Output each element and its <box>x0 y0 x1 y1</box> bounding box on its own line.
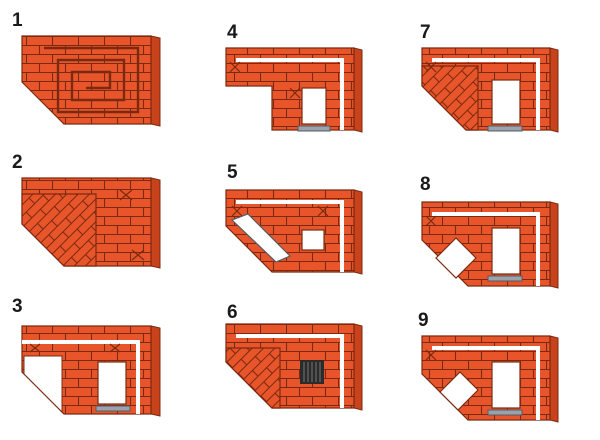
step-number: 7 <box>420 22 431 43</box>
firebox-opening <box>301 229 325 251</box>
x-mark-icon <box>231 205 243 217</box>
step-7: 7 <box>420 22 559 133</box>
steel-plate <box>95 405 131 412</box>
x-mark-icon <box>109 343 121 353</box>
step-number: 2 <box>12 152 23 173</box>
steel-plate <box>487 409 523 416</box>
step-number: 3 <box>12 296 23 317</box>
step-number: 5 <box>227 162 238 183</box>
open-cavity <box>435 237 477 279</box>
step-number: 8 <box>420 174 431 195</box>
wall-side <box>549 335 559 423</box>
x-mark-icon <box>131 249 145 261</box>
wall-side <box>549 47 559 133</box>
wall-side <box>150 35 161 127</box>
step-3: 3 <box>12 296 161 417</box>
white-channel <box>236 200 344 272</box>
step-6: 6 <box>225 302 363 411</box>
x-mark-icon <box>29 343 41 353</box>
open-cavity <box>23 355 63 414</box>
step-4: 4 <box>225 22 363 133</box>
firebox-opening <box>301 87 327 125</box>
x-mark-icon <box>289 87 301 99</box>
steel-plate <box>487 275 523 282</box>
x-mark-icon <box>317 205 329 217</box>
steel-plate <box>297 125 331 132</box>
step-number: 9 <box>418 310 429 331</box>
x-mark-icon <box>425 215 437 227</box>
step-5: 5 <box>225 162 363 275</box>
wall-side <box>150 325 161 417</box>
white-channel <box>432 58 540 130</box>
wall-side <box>549 201 559 289</box>
x-mark-icon <box>425 349 437 361</box>
step-1: 1 <box>12 10 161 127</box>
steel-plate <box>487 125 523 132</box>
firebox-opening <box>491 79 521 125</box>
white-channel <box>432 346 540 420</box>
step-number: 1 <box>12 10 23 31</box>
step-number: 4 <box>227 22 238 43</box>
steel-plate <box>230 213 292 263</box>
x-mark-icon <box>119 189 133 201</box>
white-channel <box>236 58 344 130</box>
diagonal-brick-fill <box>225 347 281 409</box>
step-number: 6 <box>227 302 238 323</box>
white-channel <box>432 212 540 286</box>
wall-side <box>353 323 363 411</box>
white-channel <box>22 340 140 414</box>
wall-side <box>150 177 161 269</box>
brick-course <box>21 35 152 125</box>
firebox-opening <box>491 227 521 275</box>
firebox-opening <box>97 361 127 405</box>
x-mark-icon <box>425 61 437 73</box>
spiral-joint-line <box>44 46 140 114</box>
white-channel <box>236 334 344 408</box>
grate-bars <box>303 362 321 382</box>
firebox-opening <box>491 361 521 409</box>
x-mark-icon <box>229 61 241 73</box>
diagonal-brick-fill <box>21 193 97 267</box>
open-cavity <box>439 371 479 411</box>
step-2: 2 <box>12 152 161 269</box>
step-8: 8 <box>420 174 559 289</box>
wall-side <box>353 47 363 133</box>
step-9: 9 <box>418 310 559 423</box>
diagonal-brick-fill <box>421 65 479 131</box>
wall-side <box>353 189 363 275</box>
